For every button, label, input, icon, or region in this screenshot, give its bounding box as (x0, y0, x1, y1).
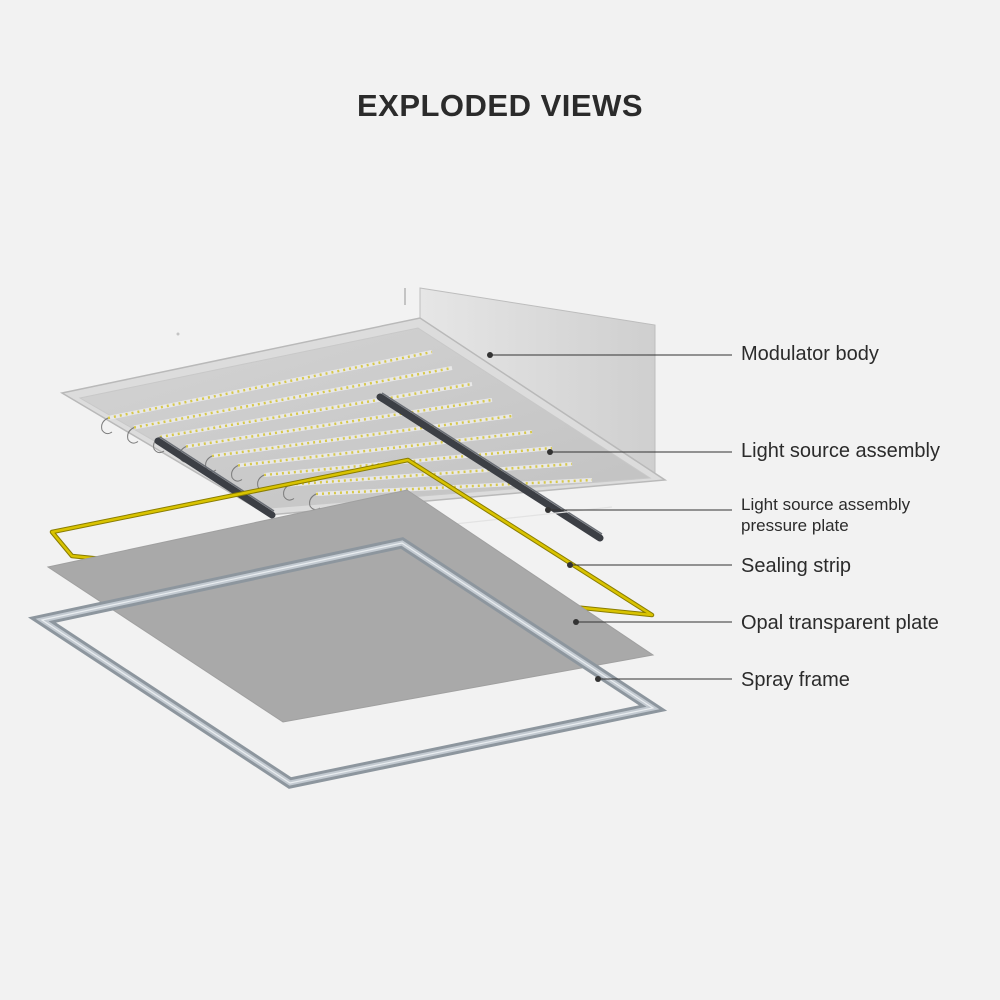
led-chips (237, 430, 533, 467)
led-strip (185, 398, 493, 449)
modulator-body (59, 287, 668, 516)
strip-wire (127, 427, 139, 444)
led-strip (159, 382, 473, 439)
spray-frame (27, 537, 668, 789)
led-chips (289, 462, 573, 486)
leader-lines (487, 352, 732, 682)
strip-wire (283, 484, 295, 501)
label-modulator-body: Modulator body (741, 343, 879, 365)
label-pressure-plate-line2: pressure plate (741, 516, 849, 535)
led-strip (133, 366, 453, 430)
label-pressure-plate-line1: Light source assembly (741, 495, 911, 514)
label-spray-frame: Spray frame (741, 669, 850, 691)
page-title: EXPLODED VIEWS (356, 88, 644, 123)
strip-wire (231, 465, 243, 482)
label-sealing-strip: Sealing strip (741, 555, 852, 577)
label-light-source-assembly: Light source assembly (741, 440, 940, 462)
led-chips (211, 414, 513, 458)
label-opal-transparent-plate: Opal transparent plate (741, 612, 939, 634)
strip-wire (101, 417, 113, 435)
opal-transparent-plate (46, 489, 655, 723)
sealing-strip (49, 457, 655, 618)
led-chips (107, 350, 433, 420)
